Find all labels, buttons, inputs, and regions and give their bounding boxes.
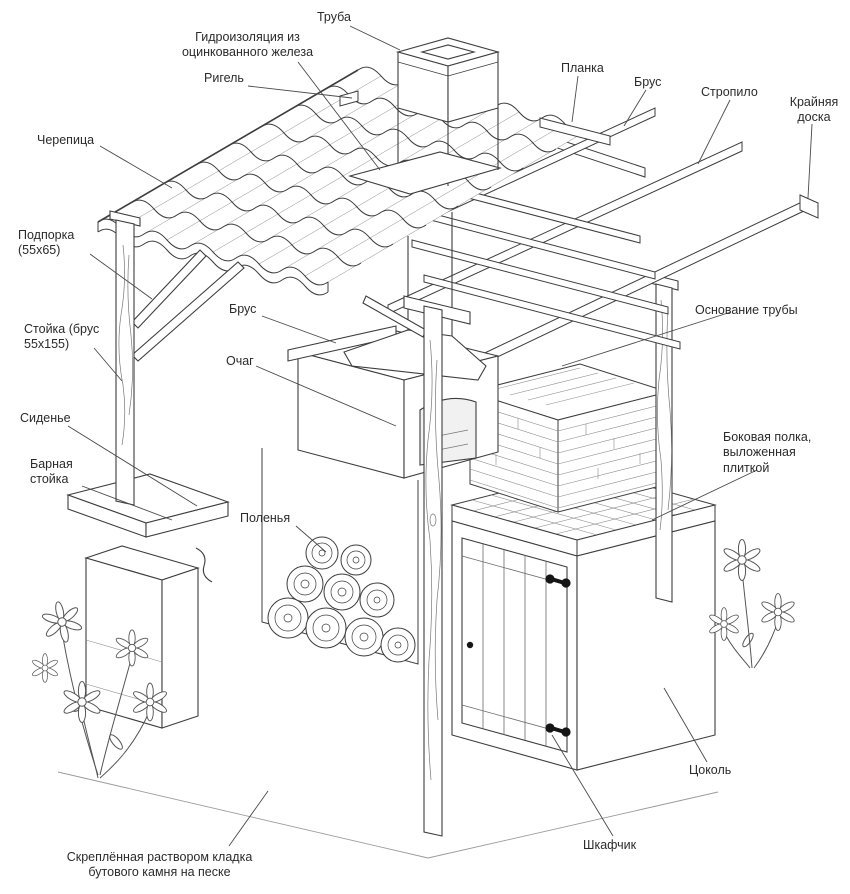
- chimney-base-masonry: [468, 363, 670, 513]
- center-post: [362, 295, 471, 837]
- label-brus-top: Брус: [634, 75, 662, 89]
- batten-3: [411, 239, 669, 315]
- leader-planka: [571, 75, 579, 123]
- label-barnaya-stoyka: Барная стойка: [30, 457, 73, 487]
- leader-podporka: [89, 253, 153, 300]
- leader-polenya: [295, 525, 327, 553]
- bar-counter: [66, 473, 230, 583]
- label-shkafchik: Шкафчик: [583, 838, 637, 852]
- label-rigel: Ригель: [204, 71, 244, 85]
- chimney: [347, 37, 503, 195]
- left-post: [109, 210, 245, 506]
- leader-kraynyaya-doska: [807, 123, 813, 199]
- batten-4: [423, 274, 681, 350]
- label-ochag: Очаг: [226, 354, 254, 368]
- ridge-stub: [339, 90, 359, 107]
- leader-osnovanie-truby: [561, 311, 732, 367]
- label-cherepica: Черепица: [37, 133, 95, 147]
- plank-board: [539, 117, 611, 146]
- leader-kladka: [228, 790, 269, 847]
- firewood-logs: [261, 448, 419, 665]
- leader-barnaya-stoyka: [81, 485, 173, 521]
- flashing-apron: [347, 151, 503, 195]
- leader-cokol: [663, 687, 708, 763]
- cabinet: [451, 520, 716, 771]
- edge-board: [799, 194, 819, 219]
- rafter-front: [469, 199, 807, 371]
- leader-shkafchik: [551, 734, 614, 837]
- label-kraynyaya-doska: Крайняя доска: [789, 95, 839, 125]
- label-podporka: Подпорка (55х65): [18, 228, 75, 258]
- leader-brus-mid: [261, 315, 337, 344]
- leader-brus-top: [623, 89, 647, 127]
- leader-stoyka: [93, 347, 123, 382]
- label-polenya: Поленья: [240, 511, 291, 525]
- label-planka: Планка: [561, 61, 604, 75]
- leader-truba: [349, 25, 401, 51]
- leader-gidroizolyaciya: [297, 61, 381, 171]
- leader-rigel: [247, 85, 353, 99]
- leader-sidene: [67, 425, 198, 507]
- door-hinge-icon: [545, 574, 571, 737]
- label-stropilo: Стропило: [701, 85, 758, 99]
- roof-boards: [339, 90, 611, 146]
- brace-board-1: [131, 249, 207, 329]
- leader-lines: [67, 25, 813, 847]
- label-sidene: Сиденье: [20, 411, 71, 425]
- label-brus-mid: Брус: [229, 302, 257, 316]
- label-stoyka: Стойка (брус 55х155): [24, 322, 100, 352]
- leader-cherepica: [99, 145, 173, 189]
- cabinet-door: [461, 537, 571, 753]
- counter-bracket: [195, 547, 213, 583]
- brace-board-2: [131, 261, 245, 362]
- label-cokol: Цоколь: [689, 763, 732, 777]
- ground-line: [57, 771, 719, 859]
- leader-stropilo: [697, 99, 731, 165]
- label-osnovanie-truby: Основание трубы: [695, 303, 798, 317]
- label-gidroizolyaciya: Гидроизоляция из оцинкованного железа: [181, 30, 314, 60]
- leader-bokovaya-polka: [651, 469, 758, 521]
- flowers-right: [707, 539, 797, 669]
- label-truba: Труба: [317, 10, 351, 24]
- door-handle-icon: [466, 641, 474, 649]
- leader-ochag: [255, 365, 397, 427]
- flowers-left: [30, 597, 169, 779]
- label-bokovaya-polka: Боковая полка, выложенная плиткой: [723, 430, 812, 475]
- label-kladka: Скреплённая раствором кладка бутового ка…: [66, 850, 253, 880]
